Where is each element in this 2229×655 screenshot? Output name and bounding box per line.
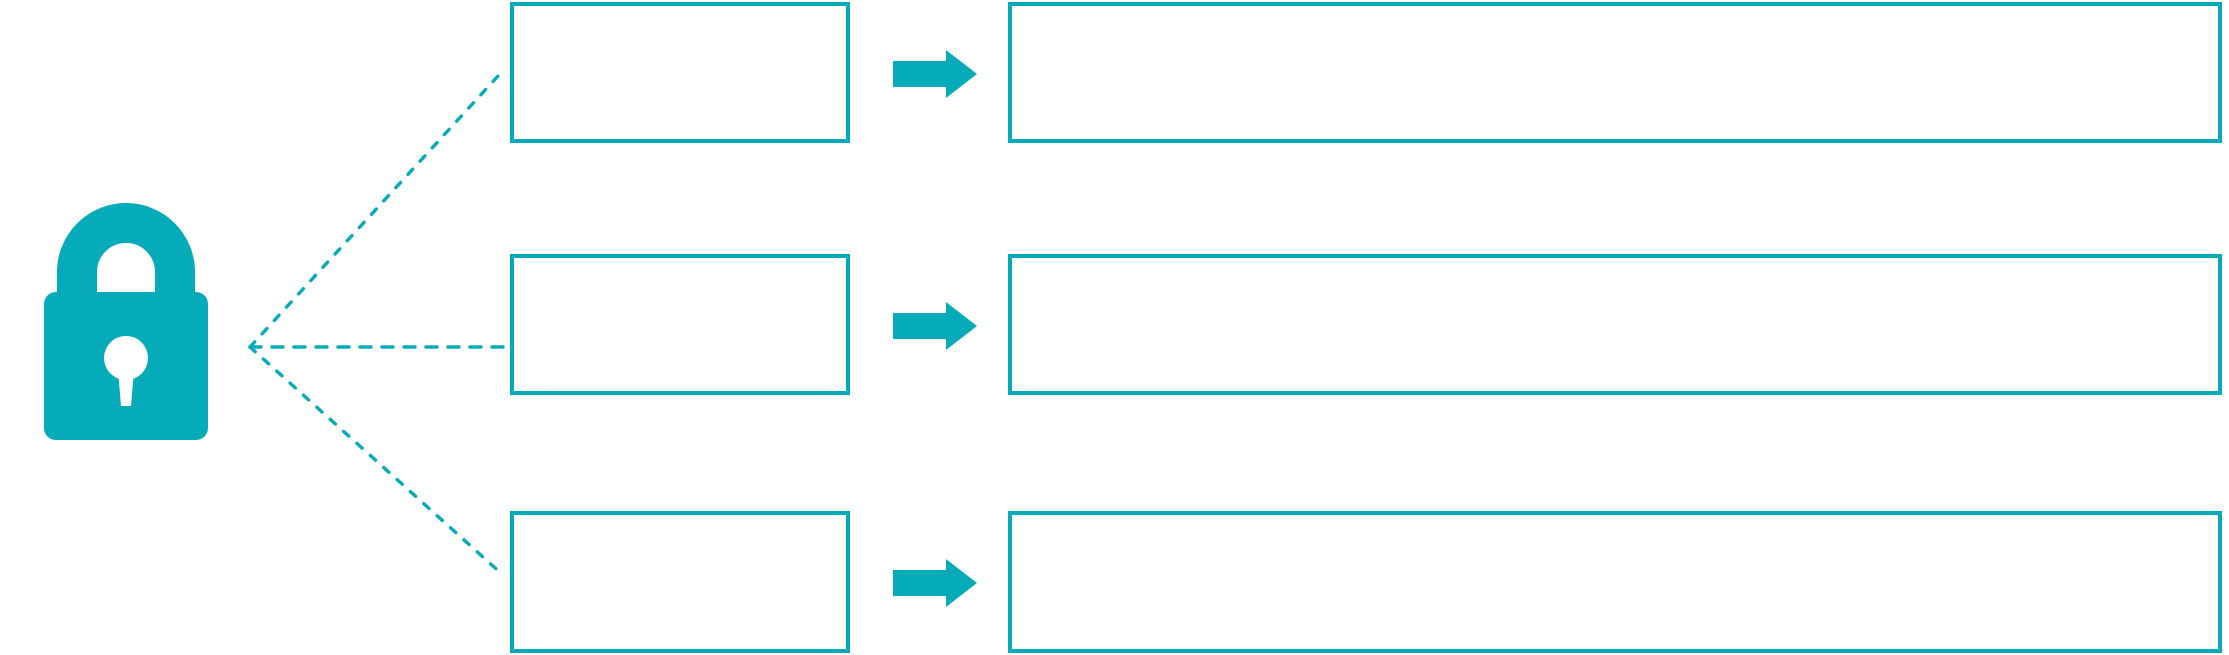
arrow-group [893, 50, 977, 607]
lock-icon[interactable] [44, 203, 208, 440]
cause-box-3[interactable] [510, 511, 850, 653]
arrow-right-hitarea-1[interactable] [893, 50, 977, 98]
connector-group [248, 74, 508, 578]
effect-box-2[interactable] [1008, 254, 2222, 395]
lock-keyhole-stem [118, 370, 134, 406]
connector-line-1 [248, 74, 500, 349]
lock-icon-hitarea[interactable] [44, 218, 208, 440]
effect-box-3[interactable] [1008, 511, 2222, 653]
arrow-right-icon-2[interactable] [893, 302, 977, 350]
arrow-right-hitarea-3[interactable] [893, 559, 977, 607]
lock-keyhole-circle [104, 336, 148, 380]
connector-line-3 [248, 345, 506, 578]
arrow-right-hitarea-2[interactable] [893, 302, 977, 350]
lock-shackle [57, 203, 195, 320]
arrow-right-icon-1[interactable] [893, 50, 977, 98]
cause-box-2[interactable] [510, 254, 850, 395]
arrow-right-icon-3[interactable] [893, 559, 977, 607]
cause-box-1[interactable] [510, 2, 850, 143]
effect-box-1[interactable] [1008, 2, 2222, 143]
